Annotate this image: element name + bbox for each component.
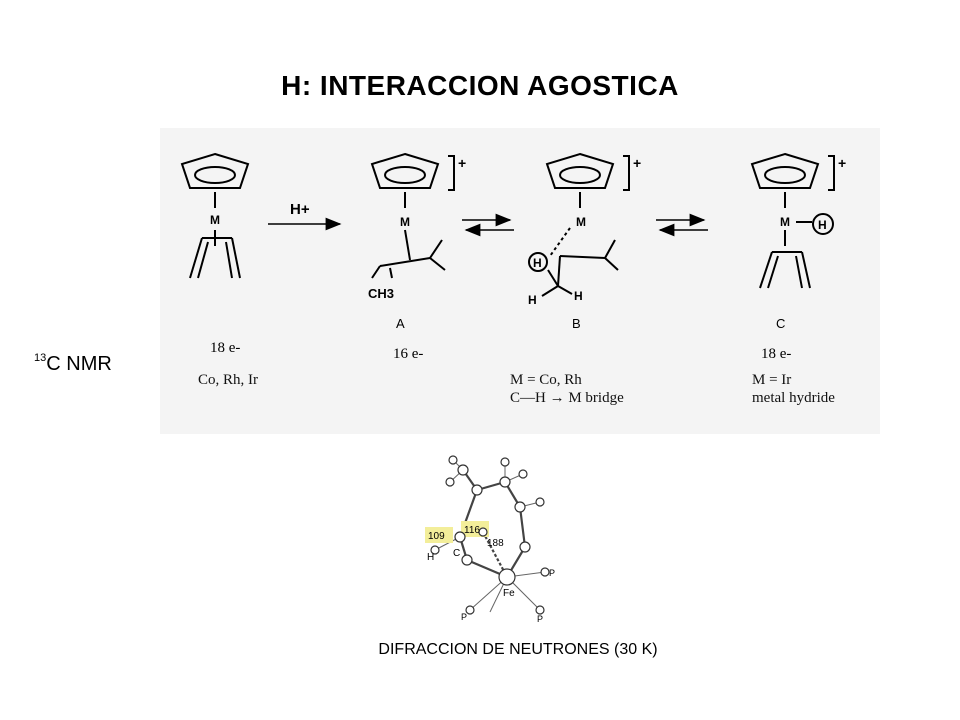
compound-b-label: B [572,316,581,331]
cp-ring-b [545,152,630,208]
allyl-a [371,229,446,279]
structure-atoms [430,455,550,615]
b-metal-label: M = Co, Rh [510,372,582,388]
metal-label-b: M [576,215,586,229]
h-label-b1: H [528,293,537,307]
hydride-h-label: H [818,218,827,232]
compound-c-label: C [776,316,785,331]
phosphorus-label-1: P [549,568,555,578]
cp-ring-c [750,152,835,235]
equilibrium-arrows-2 [656,213,708,237]
diene-c [759,230,811,289]
phosphorus-label-3: P [537,614,543,624]
b-bridge-desc: C—H → M bridge [510,390,624,406]
metal-label-start: M [210,213,220,227]
metal-label-a: M [400,215,410,229]
hydrogen-label: H [427,552,434,563]
c-metal-label: M = Ir [752,372,792,388]
compound-a-label: A [396,316,405,331]
c-hydride-desc: metal hydride [752,390,835,406]
nmr-isotope: 13 [34,352,47,364]
agostic-h-label: H [533,256,542,270]
phosphorus-label-2: P [461,612,467,622]
angle-116: 116 [464,525,480,536]
scanned-scheme-background [160,128,880,434]
h-label-b2: H [574,289,583,303]
angle-109: 109 [428,531,445,542]
reagent-label: H+ [290,201,310,218]
charge-a: + [458,155,466,171]
angle-highlight-1 [425,527,453,543]
agostic-ligand-b [528,227,619,297]
nmr-label: 13C NMR [34,352,112,376]
metals-start: Co, Rh, Ir [198,372,258,388]
carbon-label: C [453,548,460,559]
metal-label-c: M [780,215,790,229]
cp-ring-a [370,152,455,208]
nmr-text: C NMR [46,353,112,375]
neutron-diffraction-caption: DIFRACCION DE NEUTRONES (30 K) [378,641,658,658]
neutron-diffraction-structure: 109 116 188 C H Fe P P P [425,455,555,624]
angle-188: 188 [487,538,504,549]
electron-count-c: 18 e- [761,346,792,362]
methyl-label: CH3 [368,286,394,301]
diene-start [189,230,241,279]
charge-b: + [633,155,641,171]
electron-count-a: 16 e- [393,346,424,362]
electron-count-start: 18 e- [210,340,241,356]
cp-ring-start [180,152,250,208]
iron-label: Fe [503,588,515,599]
agostic-reaction-scheme: M H+ + M CH3 A + M [180,152,846,331]
equilibrium-arrows-1 [462,213,514,237]
charge-c: + [838,155,846,171]
page-title: H: INTERACCION AGOSTICA [281,70,679,101]
